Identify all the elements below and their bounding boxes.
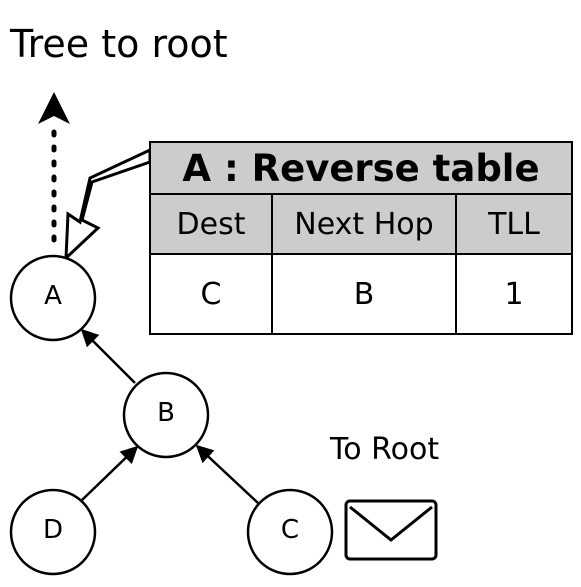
node-b-label: B	[157, 398, 175, 428]
header-tll: TLL	[455, 193, 573, 255]
node-c-label: C	[280, 515, 300, 545]
root-arrowhead	[38, 92, 70, 124]
node-b	[122, 371, 210, 459]
node-a-label: A	[44, 281, 62, 311]
edge-b-to-a	[80, 328, 136, 384]
cell-tll: 1	[455, 253, 573, 335]
node-d-label: D	[42, 515, 64, 545]
diagram-title: Tree to root	[10, 22, 228, 66]
cell-dest: C	[149, 253, 273, 335]
message-label: To Root	[330, 432, 440, 467]
header-next-hop: Next Hop	[271, 193, 457, 255]
reverse-table-caption: A : Reverse table	[149, 141, 573, 195]
cell-next-hop: B	[271, 253, 457, 335]
envelope-icon	[344, 499, 438, 561]
table-callout-arrow	[64, 147, 152, 262]
reverse-table: A : Reverse table Dest Next Hop TLL C B …	[149, 141, 573, 335]
edge-c-to-b	[195, 444, 259, 504]
edge-d-to-b	[81, 445, 139, 501]
node-a	[9, 254, 97, 342]
table-row: C B 1	[149, 253, 573, 335]
node-c	[246, 488, 334, 576]
node-d	[9, 488, 97, 576]
header-dest: Dest	[149, 193, 273, 255]
